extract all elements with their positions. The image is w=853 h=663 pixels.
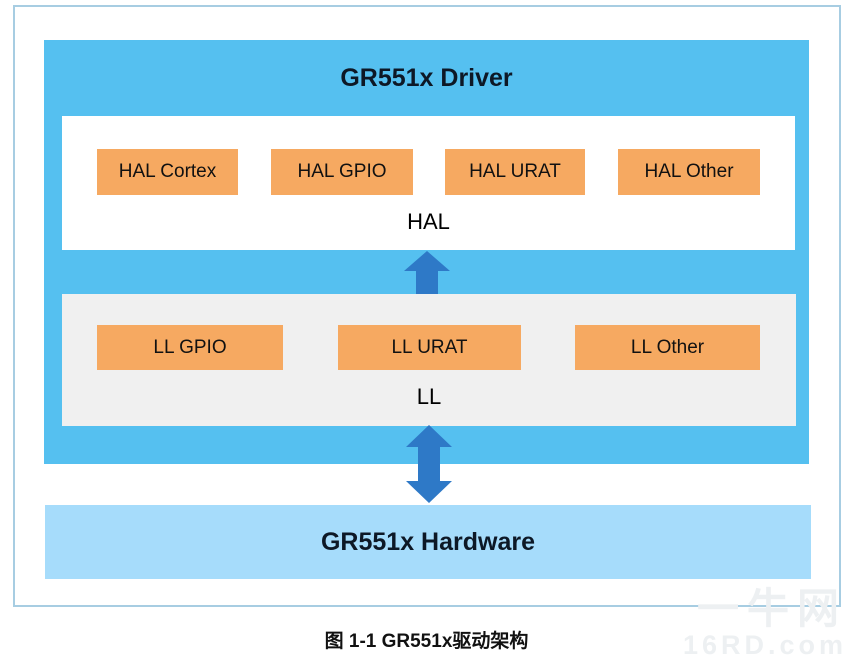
- ll-layer: LL GPIO LL URAT LL Other LL: [62, 294, 796, 426]
- hardware-block: GR551x Hardware: [45, 505, 811, 579]
- hardware-title: GR551x Hardware: [320, 527, 535, 556]
- hal-urat-module: HAL URAT: [445, 149, 585, 195]
- ll-layer-label: LL: [416, 384, 442, 409]
- figure-caption: 图 1-1 GR551x驱动架构: [324, 631, 529, 652]
- driver-title: GR551x Driver: [340, 64, 513, 92]
- hal-layer-label: HAL: [407, 209, 450, 234]
- figure-panel: GR551x Driver HAL Cortex HAL GPIO HAL UR…: [13, 5, 841, 607]
- driver-block: GR551x Driver HAL Cortex HAL GPIO HAL UR…: [44, 40, 809, 464]
- hal-layer: HAL Cortex HAL GPIO HAL URAT HAL Other H…: [62, 116, 795, 250]
- ll-other-module: LL Other: [575, 325, 760, 370]
- hal-other-module: HAL Other: [618, 149, 760, 195]
- ll-urat-module: LL URAT: [338, 325, 521, 370]
- up-arrow-icon: [404, 251, 450, 295]
- ll-gpio-module: LL GPIO: [97, 325, 283, 370]
- hal-gpio-module: HAL GPIO: [271, 149, 413, 195]
- up-down-arrow-icon: [406, 425, 452, 503]
- hal-cortex-module: HAL Cortex: [97, 149, 238, 195]
